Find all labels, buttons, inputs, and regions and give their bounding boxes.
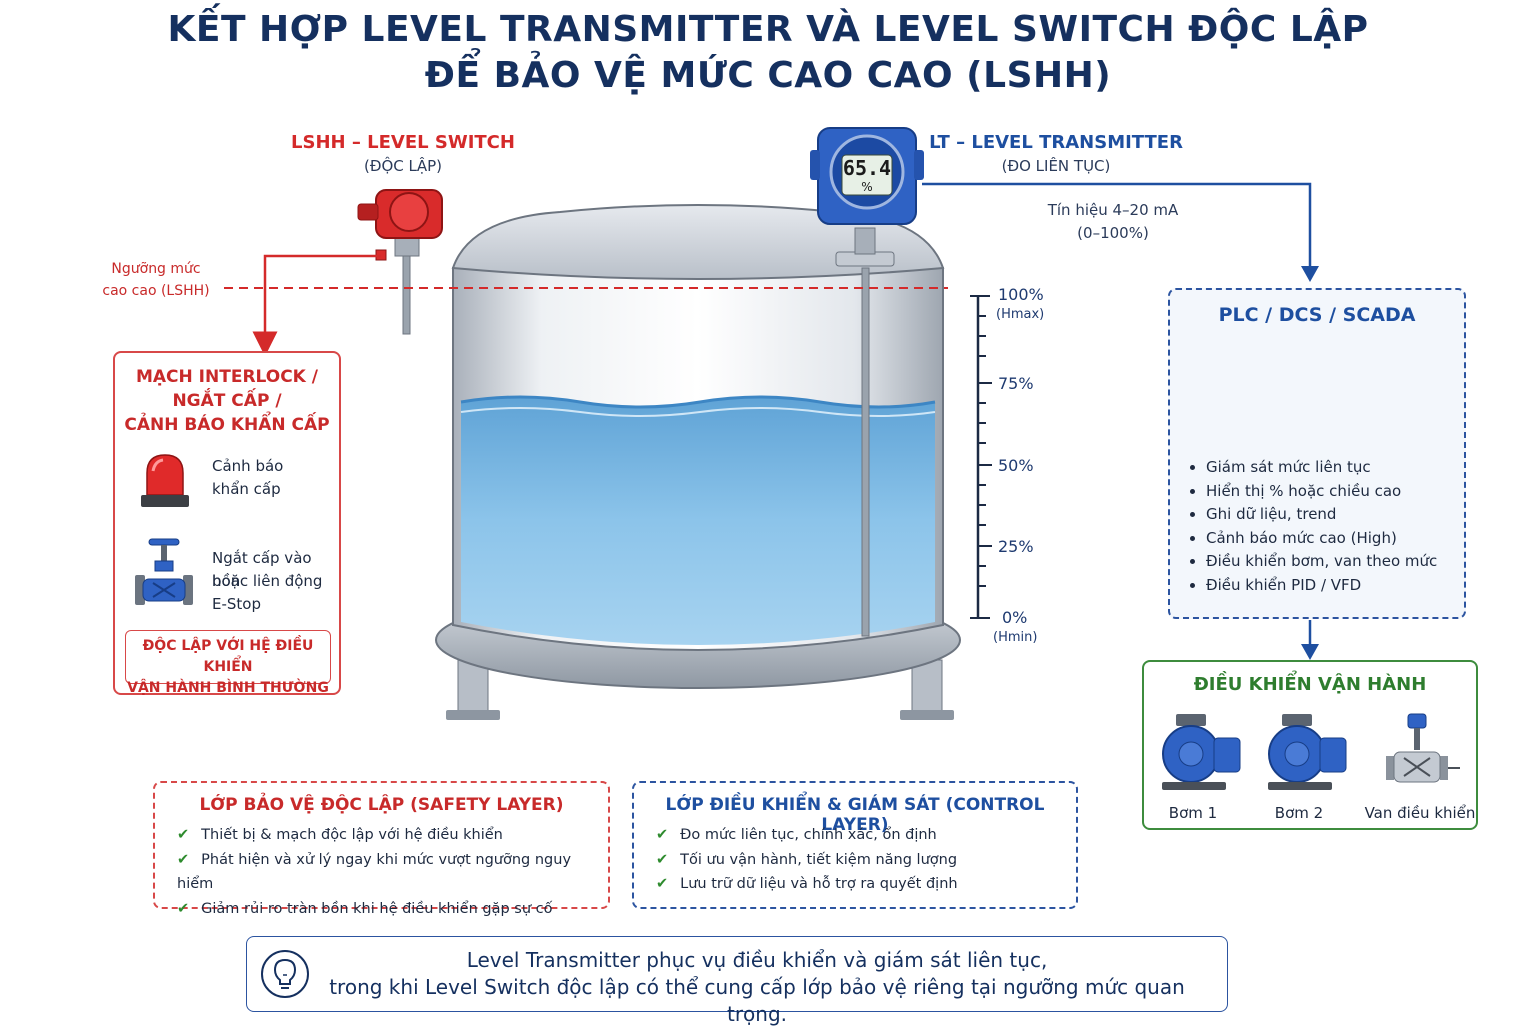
page-title-line1: KẾT HỢP LEVEL TRANSMITTER VÀ LEVEL SWITC… bbox=[167, 9, 1369, 50]
list-item: ✔Phát hiện và xử lý ngay khi mức vượt ng… bbox=[177, 851, 572, 893]
control-layer-list: ✔Đo mức liên tục, chính xác, ổn định ✔Tố… bbox=[656, 823, 958, 897]
tank-leg-right bbox=[911, 659, 943, 719]
list-item: ✔Tối ưu vận hành, tiết kiệm năng lượng bbox=[656, 851, 958, 868]
interlock-title-line1: MẠCH INTERLOCK / bbox=[135, 367, 318, 387]
lt-title: LT – LEVEL TRANSMITTER bbox=[929, 132, 1183, 153]
lt-subtitle: (ĐO LIÊN TỤC) bbox=[1001, 157, 1111, 175]
pump-2-icon bbox=[1268, 714, 1347, 790]
lt-gland-right bbox=[914, 150, 924, 180]
tank-foot-left bbox=[446, 710, 500, 720]
control-valve-label: Van điều khiển bbox=[1364, 804, 1476, 822]
list-item: Ghi dữ liệu, trend bbox=[1206, 503, 1437, 527]
lt-signal-line bbox=[922, 182, 1312, 270]
list-item: Giám sát mức liên tục bbox=[1206, 456, 1437, 480]
independent-note-line2: VẬN HÀNH BÌNH THƯỜNG bbox=[127, 680, 329, 696]
lshh-subtitle: (ĐỘC LẬP) bbox=[363, 157, 443, 175]
operation-control-title: ĐIỀU KHIỂN VẬN HÀNH bbox=[1193, 674, 1427, 695]
alarm-label-line2: khẩn cấp bbox=[212, 480, 281, 498]
scale-hmin: (Hmin) bbox=[993, 630, 1038, 645]
pump-2-label: Bơm 2 bbox=[1274, 804, 1324, 822]
list-item: ✔Giảm rủi ro tràn bồn khi hệ điều khiển … bbox=[177, 900, 553, 917]
lt-display-value: 65.4 bbox=[842, 156, 892, 180]
alarm-beacon-icon bbox=[141, 454, 189, 507]
check-icon: ✔ bbox=[177, 900, 190, 917]
plc-title: PLC / DCS / SCADA bbox=[1218, 304, 1416, 326]
tank-leg-left bbox=[457, 659, 489, 719]
check-icon: ✔ bbox=[177, 827, 190, 843]
level-scale-ticks bbox=[970, 295, 992, 619]
threshold-label-line2: cao cao (LSHH) bbox=[102, 283, 210, 299]
tank-foot-right bbox=[900, 710, 954, 720]
water-surface bbox=[460, 395, 936, 409]
plc-panel: PLC / DCS / SCADA Giám sát mức liên tục … bbox=[1168, 288, 1466, 619]
summary-box: Level Transmitter phục vụ điều khiển và … bbox=[246, 936, 1228, 1026]
plc-output-arrow bbox=[1301, 644, 1319, 660]
lshh-title: LSHH – LEVEL SWITCH bbox=[291, 132, 515, 153]
lshh-probe bbox=[402, 251, 411, 335]
independent-note: ĐỘC LẬP VỚI HỆ ĐIỀU KHIỂN VẬN HÀNH BÌNH … bbox=[125, 630, 331, 696]
summary-line1: Level Transmitter phục vụ điều khiển và … bbox=[466, 948, 1048, 972]
operation-control-panel: ĐIỀU KHIỂN VẬN HÀNH Bơm 1 Bơm 2 Van điều… bbox=[1142, 660, 1478, 830]
list-item: Điều khiển bơm, van theo mức bbox=[1206, 550, 1437, 574]
safety-layer-panel: LỚP BẢO VỆ ĐỘC LẬP (SAFETY LAYER) ✔Thiết… bbox=[153, 781, 610, 917]
threshold-label-line1: Ngưỡng mức bbox=[111, 261, 201, 277]
safety-layer-list: ✔Thiết bị & mạch độc lập với hệ điều khi… bbox=[177, 823, 608, 921]
control-layer-title: LỚP ĐIỀU KHIỂN & GIÁM SÁT (CONTROL LAYER… bbox=[665, 795, 1045, 835]
scale-25: 25% bbox=[998, 537, 1034, 556]
threshold-label: Ngưỡng mức cao cao (LSHH) bbox=[92, 258, 220, 302]
interlock-title-line2: NGẮT CẤP / bbox=[172, 391, 282, 411]
lt-gland-left bbox=[810, 150, 820, 180]
scale-50: 50% bbox=[998, 456, 1034, 475]
valve-label-line2: hoặc liên động bbox=[212, 572, 323, 590]
control-layer-panel: LỚP ĐIỀU KHIỂN & GIÁM SÁT (CONTROL LAYER… bbox=[632, 781, 1078, 909]
summary-line2: trong khi Level Switch độc lập có thể cu… bbox=[329, 975, 1185, 1026]
tank-water bbox=[461, 397, 935, 645]
valve-label-line3: E-Stop bbox=[212, 595, 261, 613]
plc-function-list: Giám sát mức liên tục Hiển thị % hoặc ch… bbox=[1190, 456, 1437, 597]
lshh-cover bbox=[389, 192, 429, 232]
lshh-gland bbox=[357, 203, 379, 221]
summary-text: Level Transmitter phục vụ điều khiển và … bbox=[307, 947, 1207, 1028]
signal-label-line2: (0–100%) bbox=[1077, 224, 1149, 242]
lshh-signal-line bbox=[252, 254, 381, 357]
scale-100: 100% bbox=[998, 285, 1044, 304]
interlock-title: MẠCH INTERLOCK / NGẮT CẤP / CẢNH BÁO KHẨ… bbox=[115, 365, 339, 437]
independent-note-line1: ĐỘC LẬP VỚI HỆ ĐIỀU KHIỂN bbox=[142, 638, 314, 675]
scale-hmax: (Hmax) bbox=[996, 307, 1045, 322]
valve-label-line1: Ngắt cấp vào bồn bbox=[212, 549, 312, 590]
lt-probe bbox=[861, 267, 870, 637]
signal-label-line1: Tín hiệu 4–20 mA bbox=[1047, 201, 1179, 219]
water-ripple bbox=[460, 407, 936, 417]
lt-display-unit: % bbox=[861, 180, 873, 194]
page-title-line2: ĐỂ BẢO VỆ MỨC CAO CAO (LSHH) bbox=[424, 55, 1112, 96]
pump-1-label: Bơm 1 bbox=[1168, 804, 1218, 822]
check-icon: ✔ bbox=[656, 827, 669, 843]
pump-1-icon bbox=[1162, 714, 1241, 790]
scale-0: 0% bbox=[1002, 608, 1028, 627]
list-item: ✔Thiết bị & mạch độc lập với hệ điều khi… bbox=[177, 827, 503, 843]
lt-signal-arrow bbox=[1301, 266, 1319, 282]
lightbulb-icon bbox=[261, 950, 309, 998]
list-item: ✔Lưu trữ dữ liệu và hỗ trợ ra quyết định bbox=[656, 876, 958, 892]
list-item: ✔Đo mức liên tục, chính xác, ổn định bbox=[656, 827, 937, 843]
list-item: Điều khiển PID / VFD bbox=[1206, 574, 1437, 598]
lt-neck bbox=[854, 227, 876, 255]
interlock-title-line3: CẢNH BÁO KHẨN CẤP bbox=[124, 415, 330, 435]
check-icon: ✔ bbox=[177, 851, 190, 868]
check-icon: ✔ bbox=[656, 876, 669, 892]
list-item: Cảnh báo mức cao (High) bbox=[1206, 527, 1437, 551]
safety-layer-title: LỚP BẢO VỆ ĐỘC LẬP (SAFETY LAYER) bbox=[199, 795, 564, 815]
list-item: Hiển thị % hoặc chiều cao bbox=[1206, 480, 1437, 504]
alarm-label-line1: Cảnh báo bbox=[212, 457, 284, 475]
control-valve-icon bbox=[1386, 713, 1460, 783]
interlock-panel: MẠCH INTERLOCK / NGẮT CẤP / CẢNH BÁO KHẨ… bbox=[113, 351, 341, 696]
scale-75: 75% bbox=[998, 374, 1034, 393]
shutoff-valve-icon bbox=[135, 538, 193, 605]
check-icon: ✔ bbox=[656, 851, 669, 868]
lt-lcd bbox=[841, 154, 893, 196]
